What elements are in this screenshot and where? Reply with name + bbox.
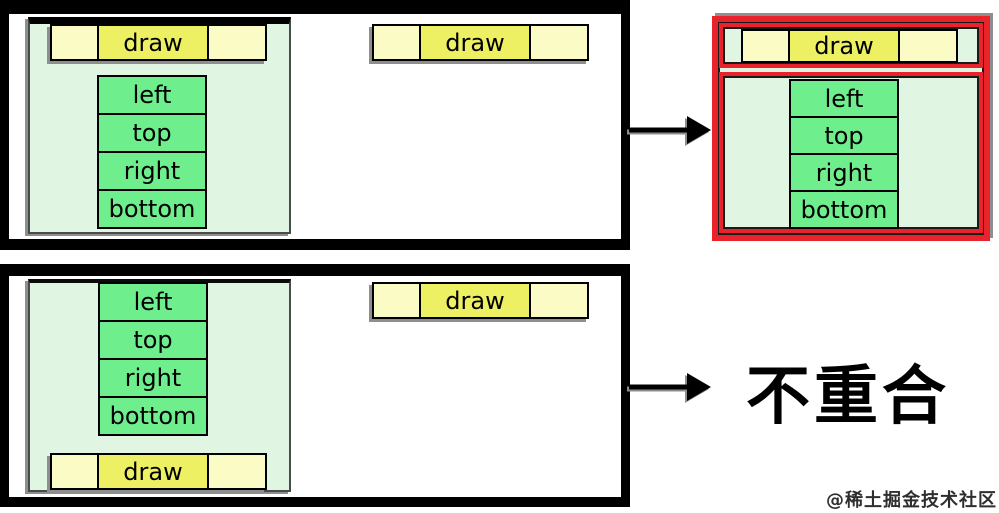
draw-bar-right-slot <box>529 282 589 319</box>
draw-bar-left-slot <box>372 24 421 61</box>
draw-bar-bottom-left: draw <box>50 453 267 490</box>
result-fields-highlight: left top right bottom <box>719 72 983 233</box>
field-cell-left: left <box>97 75 207 115</box>
field-cell-bottom: bottom <box>789 190 899 229</box>
draw-bar-bottom-standalone: draw <box>372 282 589 319</box>
draw-bar-top-standalone: draw <box>372 24 589 61</box>
field-cell-top: top <box>97 113 207 153</box>
draw-slot: draw <box>97 24 209 61</box>
merged-result-highlight-box: draw left top right bottom <box>712 16 990 241</box>
arrow-right-icon <box>629 373 711 401</box>
draw-slot: draw <box>419 24 531 61</box>
draw-bar-right-slot <box>207 453 267 490</box>
draw-slot: draw <box>419 282 531 319</box>
draw-bar-left-slot <box>50 453 99 490</box>
draw-bar-left-slot <box>741 29 790 63</box>
watermark-label: @稀土掘金技术社区 <box>826 490 997 511</box>
draw-bar-right-slot <box>898 29 958 63</box>
draw-bar-right-slot <box>207 24 267 61</box>
field-cell-right: right <box>789 153 899 192</box>
field-cell-top: top <box>789 116 899 155</box>
draw-bar-result: draw <box>741 29 958 63</box>
field-stack-bottom-left: left top right bottom <box>98 282 208 436</box>
no-overlap-label: 不重合 <box>746 360 950 434</box>
field-cell-right: right <box>97 151 207 191</box>
draw-slot: draw <box>788 29 900 63</box>
field-cell-right: right <box>98 358 208 398</box>
field-cell-top: top <box>98 320 208 360</box>
draw-bar-left-slot <box>50 24 99 61</box>
field-cell-bottom: bottom <box>97 189 207 229</box>
field-cell-left: left <box>98 282 208 322</box>
field-stack-result: left top right bottom <box>789 79 899 229</box>
arrow-right-icon <box>629 116 711 144</box>
result-draw-row-highlight: draw <box>719 23 983 68</box>
draw-bar-right-slot <box>529 24 589 61</box>
draw-bar-left-slot <box>372 282 421 319</box>
draw-slot: draw <box>97 453 209 490</box>
draw-bar-top-left: draw <box>50 24 267 61</box>
field-cell-bottom: bottom <box>98 396 208 436</box>
field-cell-left: left <box>789 79 899 118</box>
field-stack-top-left: left top right bottom <box>97 75 207 229</box>
